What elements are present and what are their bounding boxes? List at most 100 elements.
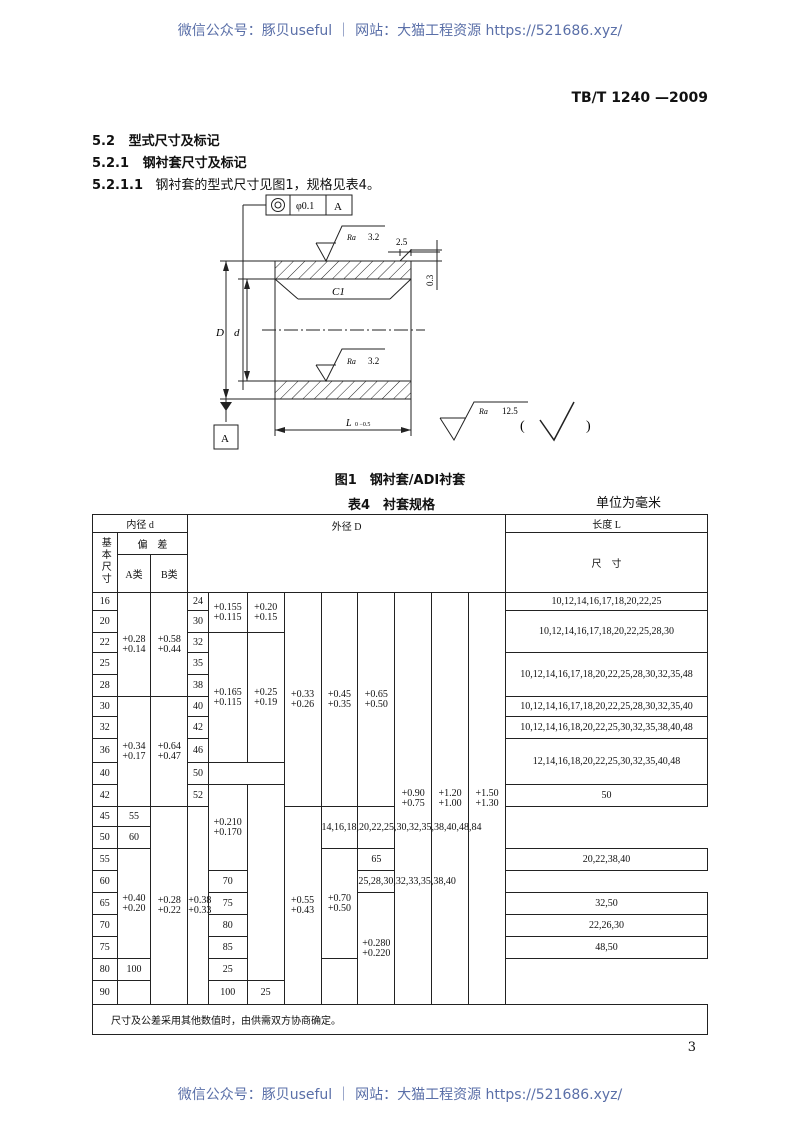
svg-text:Ra: Ra [346,233,356,242]
dim-L-tolerance: 0 −0.5 [355,422,370,428]
D-basic: 80 [207,914,248,937]
L-values: 22,26,30 [505,914,708,937]
d-basic: 22 [92,632,118,653]
d-basic: 30 [92,696,118,717]
D-basic: 50 [187,762,209,785]
d-basic: 32 [92,716,118,739]
D-dev-4: +0.38 +0.33 [187,806,211,1005]
D-basic-100: 100 [207,980,248,1005]
D-basic: 52 [187,784,209,807]
d-dev-b: +0.58 +0.44 [150,592,189,697]
header-class-b: B类 [150,554,189,593]
roughness-symbol-general: Ra 12.5 ( ) [439,401,591,442]
D-dev-1: +0.280 +0.220 [357,892,396,1005]
section-5-2-1: 5.2.1 钢衬套尺寸及标记 [92,152,247,171]
D-dev-3: +0.28 +0.22 [150,806,189,1005]
dim-0-3: 0.3 [425,274,435,286]
d-basic: 45 [92,806,118,827]
d-basic: 40 [92,762,118,785]
chamfer-label: C1 [332,286,345,298]
figure-caption: 图1 钢衬套/ADI衬套 [334,473,466,488]
d-basic: 16 [92,592,118,611]
d-basic: 55 [92,848,118,871]
tolerance-value: φ0.1 [296,201,314,212]
section-number: 5.2.1.1 [92,178,143,193]
d-basic: 20 [92,610,118,633]
D-dev-3: +0.33 +0.26 [283,592,322,807]
d-basic: 75 [92,936,118,959]
D-dev-1: +0.155 +0.115 [207,592,248,633]
datum-label: A [221,433,229,445]
D-dev-1: +0.210 +0.170 [207,784,248,871]
table-unit: 单位为毫米 [596,496,662,511]
D-basic: 46 [187,738,209,763]
roughness-symbol-inner: Ra 3.2 [315,348,385,383]
d-dev-a: +0.40 +0.20 [116,848,152,959]
d-basic: 70 [92,914,118,937]
section-number: 5.2.1 [92,156,130,171]
L-values: 20,22,38,40 [505,848,708,871]
header-basic-size: 基本尺寸 [92,532,118,593]
D-basic: 32 [187,632,209,653]
wall-top [274,260,412,280]
D-basic: 24 [187,592,209,611]
svg-text:3.2: 3.2 [368,356,379,366]
D-basic: 60 [116,826,152,849]
dim-D: D [215,327,224,339]
d-basic: 28 [92,674,118,697]
D-basic: 38 [187,674,209,697]
header-class-a: A类 [116,554,152,593]
svg-text:12.5: 12.5 [502,406,518,416]
d-basic: 90 [92,980,118,1005]
d-basic: 50 [92,826,118,849]
L-values: 32,50 [505,892,708,915]
D-dev-6: +0.90 +0.75 [394,592,433,1005]
L-values: 10,12,14,16,18,20,22,25,30,32,35,38,40,4… [505,716,708,739]
D-dev-5: +0.55 +0.43 [283,806,322,1005]
header-length: 长度 L [505,514,708,533]
d-basic: 36 [92,738,118,763]
L-values: 48,50 [505,936,708,959]
d-dev-b: +0.70 +0.50 [320,848,359,959]
d-basic: 25 [92,652,118,675]
d-basic: 80 [92,958,118,981]
bushing-spec-table: 内径 d 外径 D 长度 L 基本尺寸 偏 差 尺 寸 A类 B类 16 +0.… [91,514,708,1035]
D-basic: 40 [187,696,209,717]
L-values: 10,12,14,16,17,18,20,22,25,28,30,32,35,4… [505,696,708,717]
svg-text:Ra: Ra [478,407,488,416]
D-basic: 55 [116,806,152,827]
d-dev-empty [116,980,189,1005]
D-dev-4: +0.45 +0.35 [320,592,359,807]
section-title: 型式尺寸及标记 [128,134,220,149]
L-values: 10,12,14,16,17,18,20,22,25,28,30 [505,610,708,653]
concentricity-icon [271,198,285,212]
L-values: 25 [207,958,248,981]
svg-text:Ra: Ra [346,357,356,366]
d-basic: 42 [92,784,118,807]
svg-text:): ) [586,419,591,434]
L-values: 14,16,18,20,22,25,30,32,35,38,40,48,84 [320,806,482,849]
D-basic: 30 [187,610,209,633]
D-basic: 85 [207,936,248,959]
D-basic: 70 [207,870,248,893]
document-id: TB/T 1240 —2009 [571,90,708,106]
page-number: 3 [687,1040,696,1055]
d-basic: 60 [92,870,118,893]
D-basic: 42 [187,716,209,739]
L-values: 10,12,14,16,17,18,20,22,25 [505,592,708,611]
header-deviation: 偏 差 [116,532,189,555]
D-dev-2: +0.20 +0.15 [246,592,285,633]
section-text: 钢衬套的型式尺寸见图1，规格见表4。 [155,178,380,193]
header-inner-diameter: 内径 d [91,514,189,533]
figure-1-bushing-drawing: φ0.1 A C1 D d A L 0 −0.5 2.5 [213,194,591,450]
table-note: 尺寸及公差采用其他数值时，由供需双方协商确定。 [92,1004,708,1035]
watermark-bottom: 微信公众号：豚贝useful ｜ 网站：大猫工程资源 https://52168… [177,1087,623,1103]
D-basic: 75 [207,892,248,915]
d-dev-a: +0.34 +0.17 [116,696,152,807]
D-dev-2: +0.25 +0.19 [246,632,285,763]
D-dev-5: +0.65 +0.50 [357,592,396,807]
d-basic: 65 [92,892,118,915]
section-number: 5.2 [92,134,116,149]
table-title: 表4 衬套规格 [348,498,436,513]
watermark-top: 微信公众号：豚贝useful ｜ 网站：大猫工程资源 https://52168… [177,23,623,39]
